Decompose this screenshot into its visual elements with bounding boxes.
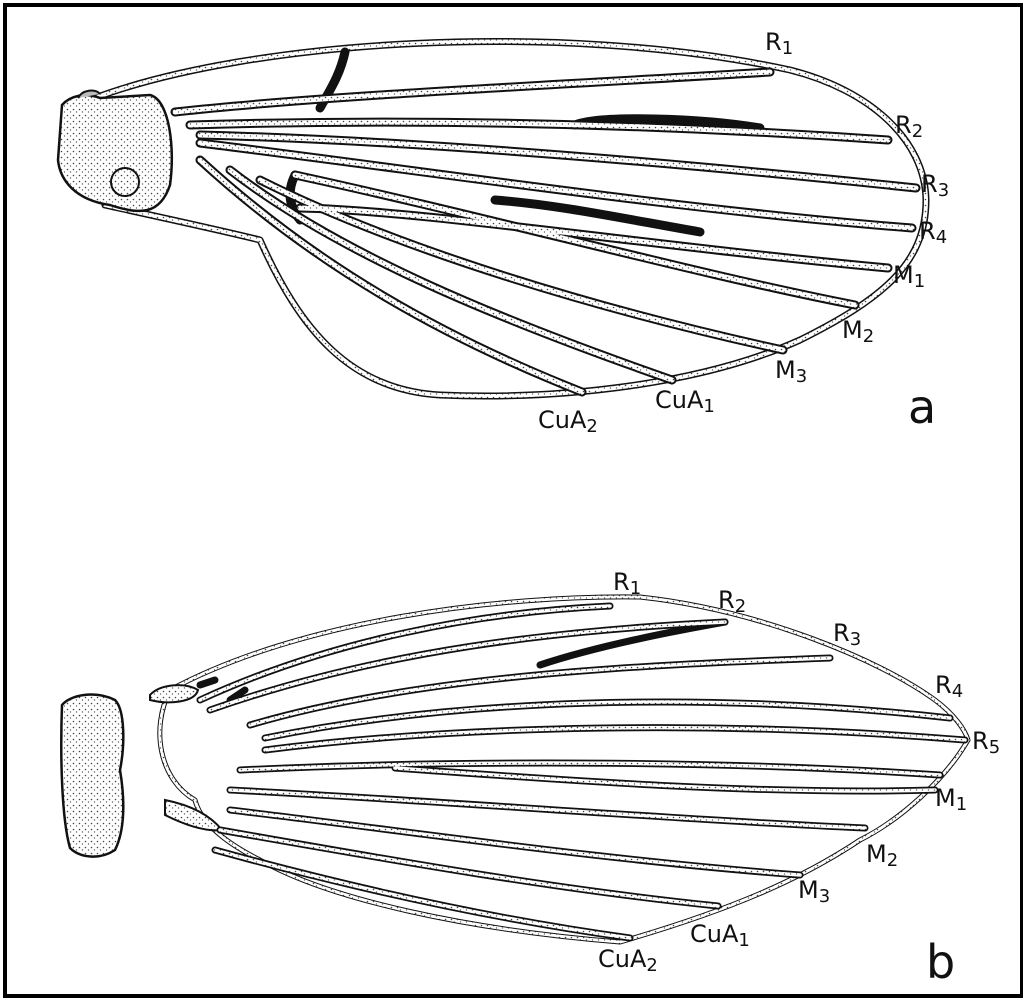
label-b-r1: R1 [613, 568, 641, 599]
label-a-m3: M3 [775, 356, 807, 387]
label-b-r3: R3 [833, 619, 861, 650]
label-a-m2: M2 [842, 316, 874, 347]
panel-letter-b: b [926, 935, 955, 989]
wing-b-base [61, 695, 123, 857]
label-b-cua2: CuA2 [598, 945, 658, 976]
label-a-r3: R3 [921, 170, 949, 201]
label-b-cua1: CuA1 [690, 920, 750, 951]
vein-b-small-1 [200, 680, 215, 685]
label-b-m3: M3 [798, 876, 830, 907]
label-b-m2: M2 [866, 840, 898, 871]
label-a-m1: M1 [893, 261, 925, 292]
wing-a: R1 R2 R3 R4 M1 M2 M3 CuA1 CuA2 a [58, 28, 949, 437]
label-b-r2: R2 [718, 586, 746, 617]
label-a-cua2: CuA2 [538, 406, 598, 437]
label-a-r4: R4 [919, 217, 947, 248]
label-b-r5: R5 [972, 727, 1000, 758]
label-b-r4: R4 [935, 671, 963, 702]
wing-a-base [58, 95, 172, 211]
label-a-r1: R1 [765, 28, 793, 59]
label-b-m1: M1 [935, 784, 967, 815]
wing-b: R1 R2 R3 R4 R5 M1 M2 M3 CuA1 CuA2 b [61, 568, 1000, 989]
label-a-cua1: CuA1 [655, 386, 715, 417]
label-a-r2: R2 [895, 111, 923, 142]
panel-letter-a: a [908, 380, 936, 434]
